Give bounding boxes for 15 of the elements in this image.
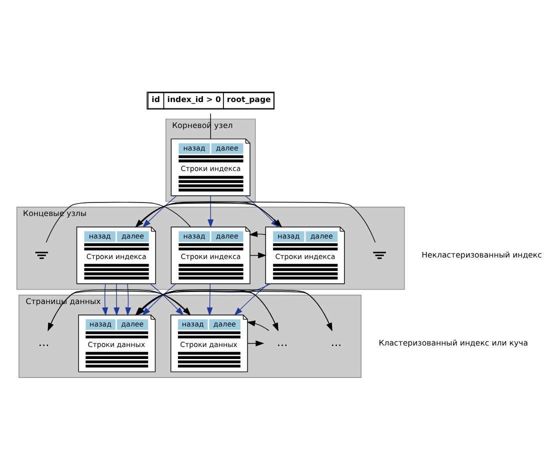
arrow <box>208 195 214 228</box>
arrow <box>206 283 213 316</box>
arrow <box>246 320 270 330</box>
node-text: ... <box>276 334 288 349</box>
arrow <box>150 282 184 316</box>
node-text: ... <box>38 334 50 349</box>
arrow <box>114 283 120 316</box>
arrow <box>234 283 269 316</box>
arrow <box>142 195 177 228</box>
arrow <box>247 340 264 346</box>
arrow <box>142 282 176 316</box>
arrow <box>125 283 132 316</box>
arrow <box>102 283 108 316</box>
node-text: ... <box>330 334 342 349</box>
arrow <box>249 230 266 237</box>
